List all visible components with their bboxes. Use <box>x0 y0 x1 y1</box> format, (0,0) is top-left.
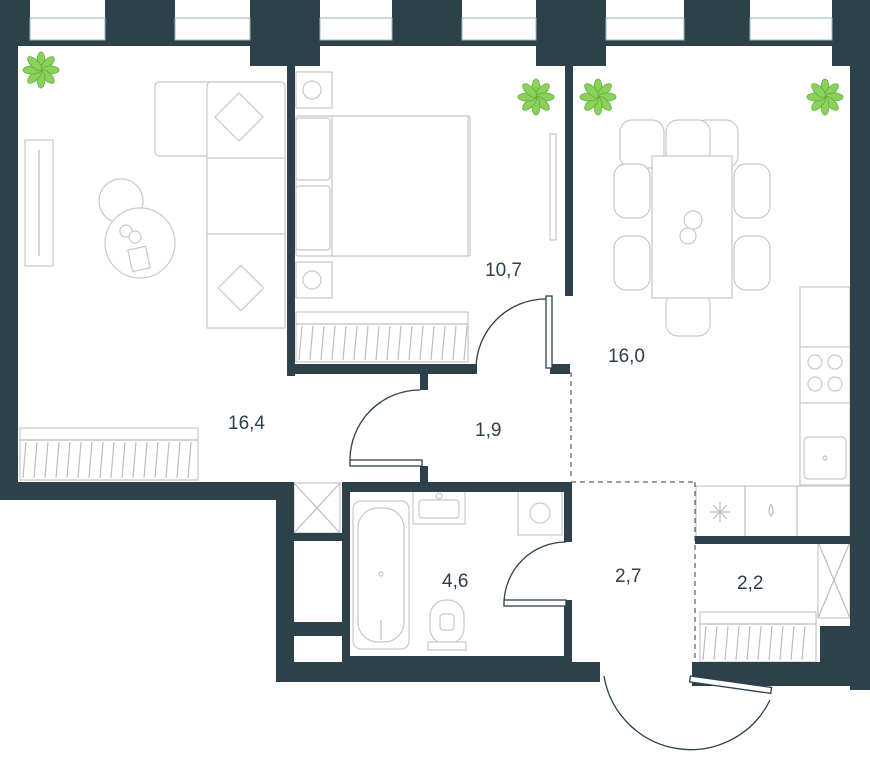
hatch-line <box>66 441 71 479</box>
toilet <box>427 599 467 651</box>
hatch-line <box>746 625 751 661</box>
door-entrance[interactable] <box>603 675 773 751</box>
hatch-line <box>331 325 336 361</box>
hatch-line <box>724 625 729 661</box>
hatch-line <box>88 441 93 479</box>
bathtub <box>352 500 410 650</box>
door-living[interactable] <box>349 389 423 467</box>
area-storage: 2,2 <box>737 573 763 594</box>
area-kitchen: 16,0 <box>608 346 645 367</box>
sofa <box>154 81 286 329</box>
plant-leaf <box>811 83 827 99</box>
hatch-line <box>353 325 358 361</box>
hatch-line <box>110 441 115 479</box>
windows <box>29 17 833 41</box>
plant-bedroom <box>517 78 555 116</box>
area-entrance: 2,7 <box>615 566 641 587</box>
hatch-line <box>463 325 468 361</box>
hatch-line <box>702 625 707 661</box>
hatch-line <box>735 625 740 661</box>
hatch-line <box>99 441 104 479</box>
hatch-line <box>713 625 718 661</box>
hatch-line <box>165 441 170 479</box>
hatch-line <box>309 325 314 361</box>
hatch-line <box>187 441 192 479</box>
plant-living <box>22 51 60 89</box>
hatch-line <box>132 441 137 479</box>
hatch-line <box>342 325 347 361</box>
hatch-line <box>779 625 784 661</box>
ventilation-shaft <box>293 482 341 534</box>
hatch-line <box>154 441 159 479</box>
bathroom-sink <box>412 489 466 525</box>
nightstand-top <box>295 71 333 109</box>
nightstand-bottom <box>295 261 333 299</box>
hatch-line <box>55 441 60 479</box>
plant-kitchen-right <box>806 78 844 116</box>
hatch-line <box>143 441 148 479</box>
hatch-line <box>386 325 391 361</box>
door-bathroom[interactable] <box>503 541 567 607</box>
area-bedroom: 10,7 <box>485 260 522 281</box>
washing-machine <box>517 490 563 536</box>
hatch-line <box>121 441 126 479</box>
storage-shelves <box>699 541 851 663</box>
radiator-living <box>19 427 199 481</box>
hatch-line <box>397 325 402 361</box>
hatch-line <box>790 625 795 661</box>
wardrobe-bedroom <box>295 311 469 363</box>
hatch-line <box>452 325 457 361</box>
hatch-line <box>33 441 38 479</box>
hatch-line <box>22 441 27 479</box>
hatch-line <box>320 325 325 361</box>
hatch-line <box>408 325 413 361</box>
hatch-line <box>430 325 435 361</box>
kitchen-counter <box>799 286 851 486</box>
entrance-cabinets <box>695 485 851 539</box>
plant-kitchen-left <box>579 78 617 116</box>
hatch-line <box>298 325 303 361</box>
hatch-line <box>77 441 82 479</box>
dining-table <box>613 119 771 337</box>
plant-leaf <box>584 83 600 99</box>
hatch-line <box>801 625 806 661</box>
area-living: 16,4 <box>228 413 265 434</box>
plant-leaf <box>522 83 538 99</box>
hatch-line <box>768 625 773 661</box>
hatch-line <box>757 625 762 661</box>
hatch-line <box>364 325 369 361</box>
tv-stand <box>24 139 54 267</box>
hatch-line <box>375 325 380 361</box>
hatch-line <box>441 325 446 361</box>
hatch-line <box>419 325 424 361</box>
bedroom-tv <box>549 133 557 241</box>
door-bedroom[interactable] <box>475 295 553 370</box>
hatch-line <box>44 441 49 479</box>
coffee-table <box>98 178 176 279</box>
plant-leaf <box>27 56 43 72</box>
hatch-line <box>176 441 181 479</box>
area-bathroom: 4,6 <box>442 571 468 592</box>
area-hall: 1,9 <box>475 420 501 441</box>
bed <box>295 115 471 257</box>
